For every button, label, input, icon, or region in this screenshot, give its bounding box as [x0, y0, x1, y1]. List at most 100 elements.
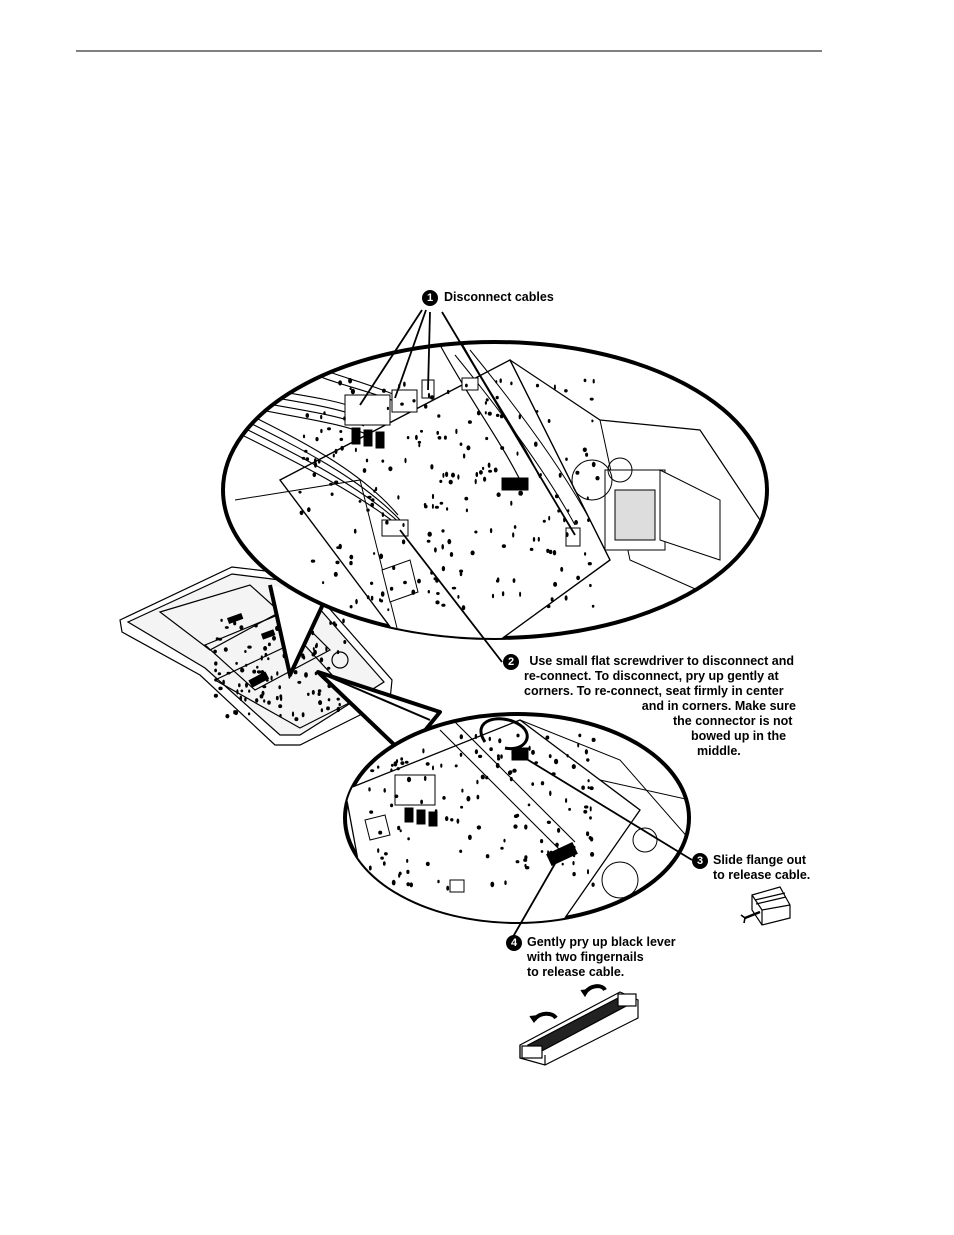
- board-component: [252, 669, 257, 674]
- board-component: [336, 650, 340, 655]
- board-component: [564, 389, 568, 393]
- leader-lines: [359, 309, 693, 943]
- board-component: [369, 810, 374, 814]
- board-component: [218, 637, 223, 641]
- board-component: [501, 591, 505, 597]
- board-component: [267, 657, 270, 661]
- board-component: [513, 525, 517, 529]
- board-component: [500, 446, 505, 450]
- board-component: [248, 689, 251, 693]
- board-component: [441, 603, 446, 607]
- board-component: [272, 635, 276, 641]
- board-component: [370, 502, 375, 508]
- board-component: [504, 880, 507, 885]
- board-component: [510, 500, 513, 506]
- board-component: [335, 560, 340, 565]
- step-2-callout-tail-4: middle.: [697, 744, 741, 759]
- board-component: [385, 520, 389, 525]
- board-component: [558, 472, 562, 478]
- step-3-callout: Slide flange out to release cable.: [713, 853, 810, 883]
- board-component: [213, 649, 217, 654]
- board-component: [489, 747, 493, 752]
- board-component: [244, 697, 247, 702]
- board-component: [449, 552, 454, 557]
- board-component: [381, 459, 385, 463]
- board-component: [430, 464, 434, 470]
- board-component: [427, 392, 431, 399]
- step-2-line-5: the connector is not: [673, 714, 793, 728]
- board-component: [307, 507, 311, 513]
- board-component: [313, 462, 318, 468]
- board-component: [459, 442, 463, 446]
- board-component: [375, 486, 378, 492]
- board-component: [311, 690, 315, 695]
- board-component: [305, 413, 310, 418]
- board-component: [320, 708, 324, 713]
- board-component: [554, 494, 559, 499]
- board-component: [240, 689, 244, 693]
- board-component: [561, 862, 564, 866]
- board-component: [457, 595, 460, 599]
- board-component: [510, 381, 513, 386]
- board-component: [417, 440, 422, 444]
- board-component: [418, 443, 421, 448]
- board-component: [348, 377, 353, 384]
- board-component: [442, 796, 446, 800]
- board-component: [397, 825, 401, 831]
- board-component: [482, 466, 485, 470]
- board-component: [336, 697, 340, 701]
- board-component: [320, 414, 323, 420]
- board-component: [542, 519, 546, 523]
- board-component: [362, 468, 367, 473]
- board-component: [437, 414, 441, 418]
- board-component: [461, 605, 466, 611]
- board-component: [302, 655, 306, 660]
- board-component: [587, 562, 592, 566]
- board-component: [460, 805, 464, 809]
- board-component: [474, 478, 477, 485]
- board-component: [417, 578, 421, 584]
- board-component: [527, 803, 531, 807]
- board-component: [548, 515, 551, 521]
- board-component: [354, 447, 357, 453]
- board-component: [584, 749, 589, 755]
- board-component: [554, 758, 559, 765]
- board-component: [261, 690, 265, 696]
- board-component: [353, 528, 357, 534]
- board-component: [305, 457, 310, 461]
- board-component: [459, 571, 463, 577]
- board-component: [553, 581, 558, 587]
- board-component: [365, 458, 369, 463]
- board-component: [339, 437, 344, 441]
- board-component: [406, 882, 411, 887]
- step-3-line-1: Slide flange out: [713, 853, 807, 867]
- board-component: [299, 510, 304, 516]
- board-component: [294, 717, 299, 722]
- board-component: [483, 476, 487, 482]
- board-component: [450, 818, 454, 822]
- board-component: [279, 694, 283, 699]
- board-component: [431, 503, 434, 509]
- board-component: [446, 389, 450, 395]
- step-1-text: Disconnect cables: [444, 290, 554, 304]
- board-component: [350, 388, 355, 395]
- board-component: [516, 451, 519, 456]
- board-component: [529, 547, 534, 552]
- board-component: [349, 387, 352, 390]
- board-component: [585, 452, 589, 457]
- board-component: [516, 733, 520, 738]
- board-component: [260, 655, 263, 661]
- board-component: [470, 550, 475, 556]
- board-component: [411, 589, 416, 595]
- board-component: [488, 469, 493, 473]
- board-component: [380, 591, 385, 597]
- board-component: [557, 827, 561, 833]
- board-component: [395, 759, 399, 764]
- board-component: [312, 647, 315, 651]
- board-component: [501, 544, 506, 548]
- board-component: [429, 395, 435, 400]
- step-2-callout: Use small flat screwdriver to disconnect…: [529, 654, 794, 669]
- board-component: [379, 553, 384, 560]
- board-component: [491, 593, 495, 599]
- board-component: [415, 434, 418, 441]
